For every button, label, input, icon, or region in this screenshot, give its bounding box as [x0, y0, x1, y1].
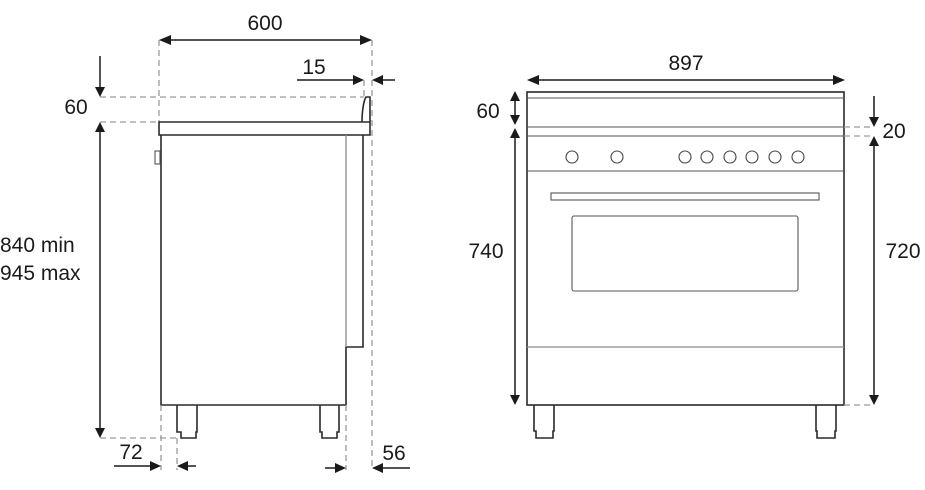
side-knob — [154, 150, 161, 165]
front-view: 897 60 740 — [468, 52, 921, 439]
knob-icon — [768, 150, 782, 164]
front-total-height-label: 740 — [468, 240, 503, 263]
front-foot — [176, 405, 198, 439]
backguard-side — [361, 96, 371, 123]
front-right-foot — [815, 405, 837, 439]
side-width-label: 600 — [247, 12, 282, 35]
front-foot-offset-label: 72 — [119, 441, 142, 464]
arrow-left-icon — [527, 75, 539, 85]
front-backguard-label: 60 — [476, 100, 499, 123]
arrow-left-icon — [159, 35, 171, 45]
rear-foot-offset-label: 56 — [382, 442, 405, 465]
arrow-down-icon — [510, 115, 520, 125]
front-body-outline — [526, 91, 845, 406]
arrow-left-icon — [372, 75, 383, 85]
knob-icon — [723, 150, 737, 164]
oven-window — [571, 215, 799, 292]
arrow-right-icon — [360, 35, 372, 45]
arrow-right-icon — [150, 461, 161, 471]
oven-door-handle — [550, 192, 820, 201]
arrow-up-icon — [510, 128, 520, 138]
arrow-down-icon — [869, 117, 879, 127]
arrow-up-icon — [869, 136, 879, 146]
overhang-label: 15 — [302, 56, 325, 79]
knob-icon — [700, 150, 714, 164]
arrow-up-icon — [510, 91, 520, 101]
height-max-label: 945 max — [0, 262, 81, 285]
height-min-label: 840 min — [0, 234, 75, 257]
arrow-right-icon — [335, 463, 346, 473]
arrow-down-icon — [869, 395, 879, 405]
knob-icon — [678, 150, 692, 164]
knob-icon — [791, 150, 805, 164]
arrow-down-icon — [95, 428, 105, 438]
front-left-foot — [533, 405, 555, 439]
side-view: 600 15 60 840 min 945 max — [0, 12, 410, 473]
arrow-right-icon — [833, 75, 845, 85]
arrow-right-icon — [353, 75, 364, 85]
knob-icon — [565, 150, 579, 164]
arrow-down-icon — [95, 87, 105, 97]
knob-icon — [745, 150, 759, 164]
body-height-label: 720 — [885, 240, 920, 263]
knob-icon — [610, 150, 624, 164]
arrow-down-icon — [510, 395, 520, 405]
side-body-outline — [160, 135, 364, 406]
side-backguard-label: 60 — [64, 96, 87, 119]
rear-foot — [319, 405, 340, 439]
worktop — [158, 121, 371, 136]
gap-label: 20 — [882, 120, 905, 143]
front-width-label: 897 — [668, 52, 703, 75]
